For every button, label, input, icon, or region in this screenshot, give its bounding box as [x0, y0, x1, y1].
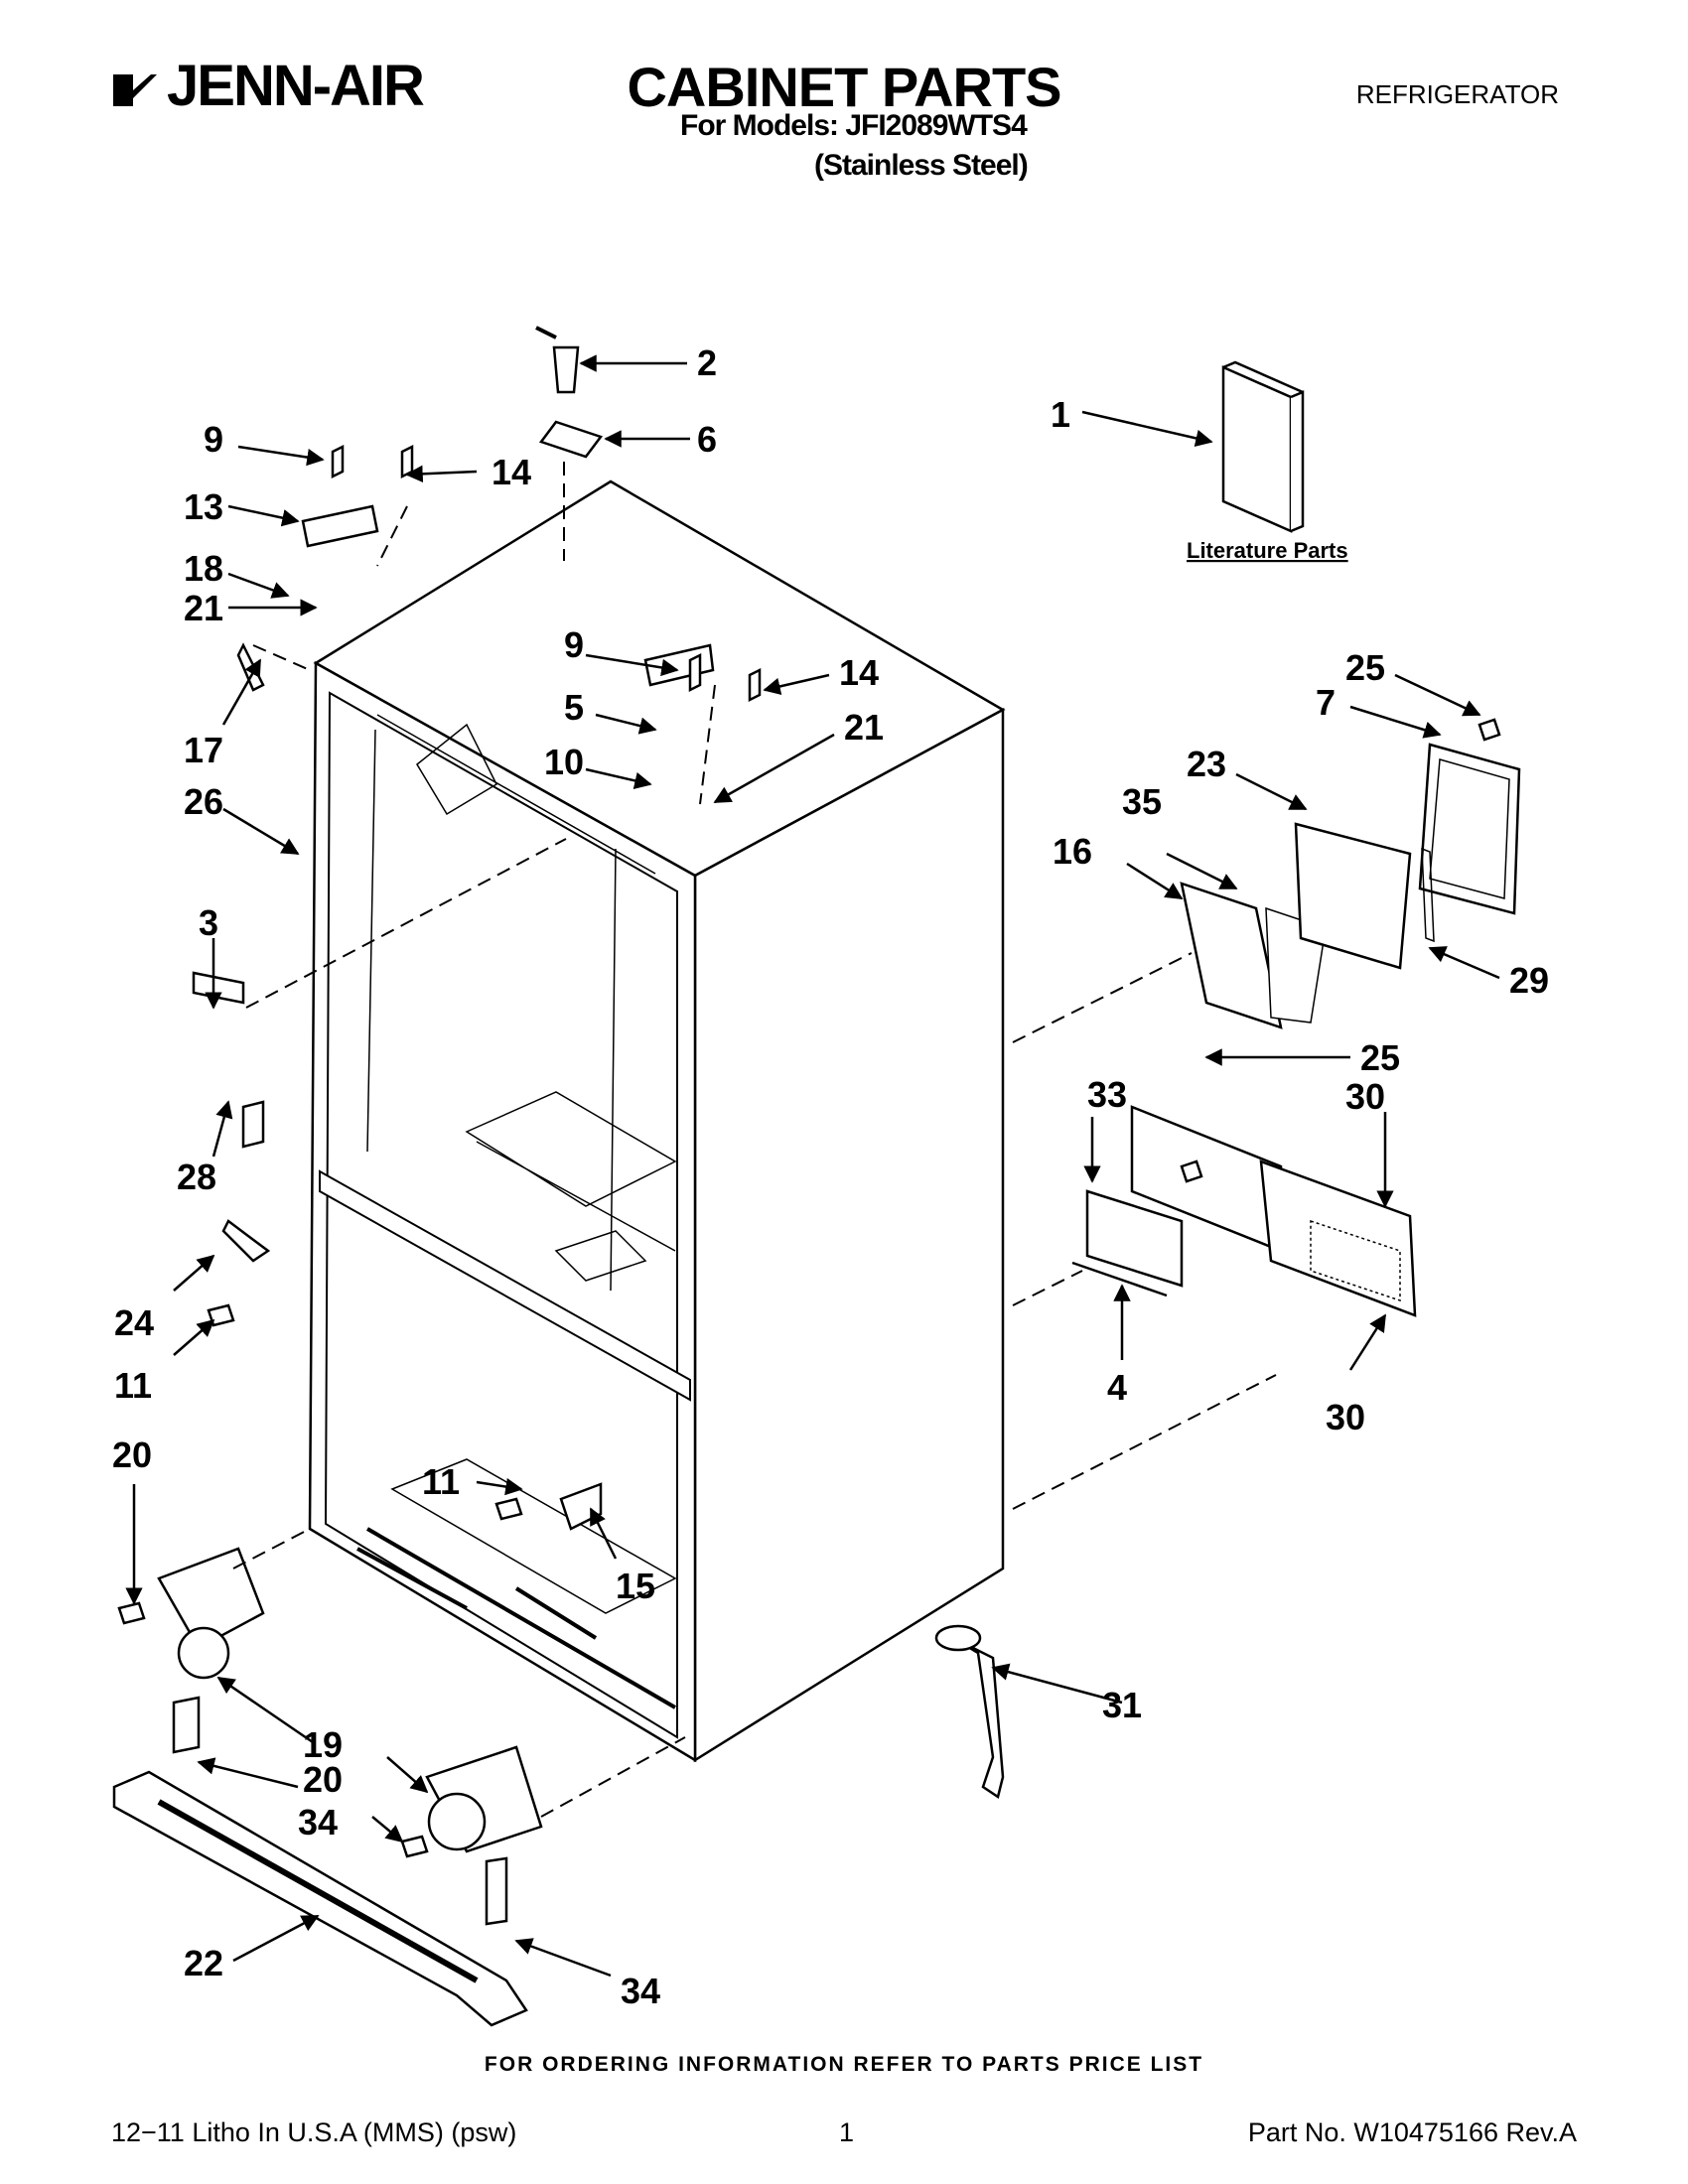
callout-11-left: 11	[114, 1365, 152, 1406]
callout-33: 33	[1087, 1074, 1127, 1115]
callout-29: 29	[1509, 960, 1549, 1001]
callout-10: 10	[544, 742, 584, 782]
callout-35: 35	[1122, 781, 1162, 822]
callout-11-center: 11	[422, 1461, 460, 1502]
rollers-and-hardware	[117, 326, 1501, 1926]
model-line: For Models: JFI2089WTS4	[680, 109, 1028, 142]
litho-line: 12−11 Litho In U.S.A (MMS) (psw)	[111, 2117, 517, 2147]
part-number: Part No. W10475166 Rev.A	[1247, 2117, 1577, 2147]
grille-panel	[1071, 1105, 1417, 1317]
callout-9-mid: 9	[564, 624, 584, 665]
callout-28: 28	[177, 1157, 216, 1197]
callout-labels: 1 2 6 9 14 13 18 21 17 26 9 14 5 10 21 2…	[112, 342, 1549, 2011]
callout-20-right: 20	[303, 1759, 343, 1800]
callout-19: 19	[303, 1724, 343, 1765]
jenn-air-logo-icon	[113, 73, 157, 106]
callout-14-top: 14	[492, 452, 531, 492]
toe-grille	[112, 1770, 528, 2027]
callout-21-mid: 21	[844, 707, 884, 748]
callout-34-left: 34	[298, 1802, 338, 1843]
literature-booklet	[1221, 360, 1305, 533]
callout-2: 2	[697, 342, 717, 383]
callout-7: 7	[1316, 682, 1336, 723]
callout-31: 31	[1102, 1685, 1142, 1725]
callout-22: 22	[184, 1943, 223, 1983]
callout-arrows	[125, 354, 1500, 1978]
page-number: 1	[839, 2117, 855, 2147]
literature-parts-label: Literature Parts	[1187, 538, 1348, 563]
callout-16: 16	[1053, 831, 1092, 872]
page-title: CABINET PARTS	[627, 56, 1061, 118]
assembly-dashed-lines	[232, 462, 1277, 1818]
callout-18: 18	[184, 548, 223, 589]
brand-name: JENN-AIR	[167, 54, 425, 118]
callout-21-left: 21	[184, 588, 223, 628]
callout-1: 1	[1051, 394, 1070, 435]
callout-23: 23	[1187, 744, 1226, 784]
callout-25-top: 25	[1345, 647, 1385, 688]
callout-9-top: 9	[204, 419, 223, 460]
callout-30-bottom: 30	[1326, 1397, 1365, 1437]
callout-5: 5	[564, 687, 584, 728]
callout-15: 15	[616, 1566, 655, 1606]
callout-6: 6	[697, 419, 717, 460]
callout-3: 3	[199, 902, 218, 943]
callout-30-top: 30	[1345, 1076, 1385, 1117]
callout-14-mid: 14	[839, 652, 879, 693]
callout-4: 4	[1107, 1367, 1127, 1408]
callout-34-right: 34	[621, 1971, 660, 2011]
callout-13: 13	[184, 486, 223, 527]
control-box	[1180, 743, 1521, 1029]
callout-20-left: 20	[112, 1434, 152, 1475]
callout-24: 24	[114, 1302, 154, 1343]
finish-line: (Stainless Steel)	[814, 149, 1029, 182]
brand-logo: JENN-AIR	[111, 58, 425, 115]
callout-25-bottom: 25	[1360, 1037, 1400, 1078]
ordering-note: FOR ORDERING INFORMATION REFER TO PARTS …	[484, 2053, 1204, 2076]
appliance-category: REFRIGERATOR	[1355, 79, 1559, 109]
callout-17: 17	[184, 730, 223, 770]
callout-26: 26	[184, 781, 223, 822]
